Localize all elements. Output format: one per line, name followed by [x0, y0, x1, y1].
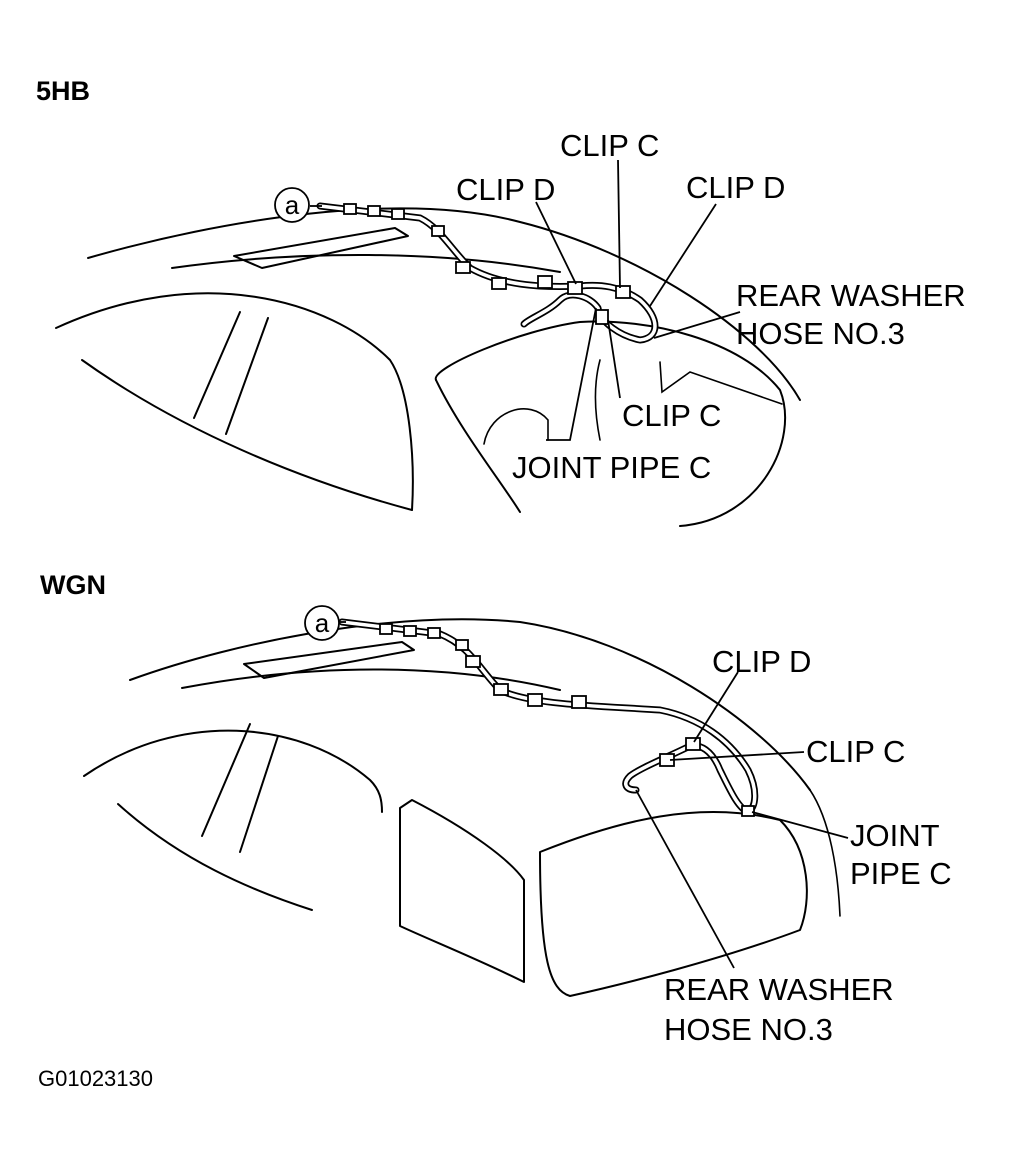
label-joint-pipe: JOINT PIPE C [512, 450, 711, 485]
hose-clip [343, 203, 357, 215]
hose-clip [465, 655, 481, 668]
hose-clip [427, 627, 441, 639]
hose-clip [403, 625, 417, 637]
panel-5hb: 5HB [36, 76, 966, 527]
hose-clip [493, 683, 509, 696]
panel-title-5hb: 5HB [36, 76, 90, 106]
label-clip-d-right: CLIP D [686, 170, 785, 205]
hose-clip [431, 225, 445, 237]
marker-letter-5hb: a [285, 190, 300, 220]
hose-clip [367, 205, 381, 217]
car-body-wgn [83, 618, 841, 997]
rear-washer-hose-5hb [316, 202, 659, 344]
clip-c-top [615, 285, 631, 299]
marker-a-wgn: a [304, 605, 346, 641]
hose-clip [527, 693, 543, 707]
hose-clip [455, 261, 471, 274]
marker-a-5hb: a [274, 187, 322, 223]
panel-title-wgn: WGN [40, 570, 106, 600]
hose-clip [455, 639, 469, 651]
clip-d [685, 737, 701, 751]
rear-washer-hose-wgn [338, 618, 759, 817]
label-rear-washer-line1-wgn: REAR WASHER [664, 972, 894, 1007]
clip-c-bottom [595, 309, 609, 325]
label-joint-line2: PIPE C [850, 856, 952, 891]
hose-clip [491, 277, 507, 290]
hose-clip [571, 695, 587, 709]
label-clip-c: CLIP C [806, 734, 905, 769]
label-clip-d-left: CLIP D [456, 172, 555, 207]
marker-letter-wgn: a [315, 608, 330, 638]
hose-clip [379, 623, 393, 635]
label-rear-washer-line1: REAR WASHER [736, 278, 966, 313]
panel-wgn: WGN [40, 570, 952, 1047]
label-clip-d: CLIP D [712, 644, 811, 679]
hose-clip [537, 275, 553, 289]
diagram-code: G01023130 [38, 1066, 153, 1091]
joint-pipe-c [741, 805, 755, 817]
label-rear-washer-line2-wgn: HOSE NO.3 [664, 1012, 833, 1047]
label-clip-c-bottom: CLIP C [622, 398, 721, 433]
label-rear-washer-line2: HOSE NO.3 [736, 316, 905, 351]
hose-clip [391, 208, 405, 220]
car-body-5hb [55, 207, 801, 527]
label-joint-line1: JOINT [850, 818, 940, 853]
label-clip-c-top: CLIP C [560, 128, 659, 163]
